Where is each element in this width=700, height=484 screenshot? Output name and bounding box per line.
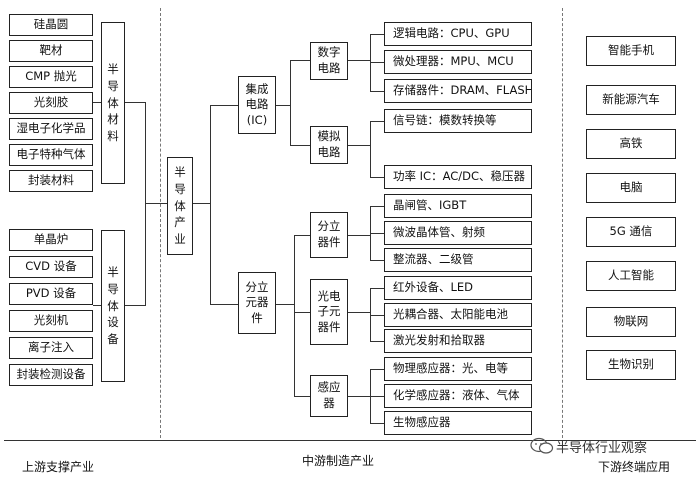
material-item: 湿电子化学品 [9,118,93,140]
digital-item: 逻辑电路：CPU、GPU [384,22,532,46]
ic-title: 集成电路(IC) [245,81,269,127]
equipment-item: 离子注入 [9,337,93,359]
equipment-item: 单晶炉 [9,229,93,251]
wechat-icon [530,437,554,454]
discrete-devices-title: 分立器件 [317,219,341,249]
application-item: 5G 通信 [586,217,676,247]
material-item: 光刻胶 [9,92,93,114]
optoelectronics-item: 光耦合器、太阳能电池 [384,303,532,327]
semiconductor-industry-box: 半导体产业 [167,157,193,255]
sensor-item: 化学感应器：液体、气体 [384,384,532,408]
materials-group-box: 半导体材料 [101,22,125,184]
application-item: 物联网 [586,307,676,337]
optoelectronics-title: 光电子元器件 [317,288,341,334]
discrete-components-box: 分立元器件 [238,272,276,334]
ic-box: 集成电路(IC) [238,76,276,134]
discrete-device-item: 整流器、二级管 [384,248,532,272]
equipment-group-box: 半导体设备 [101,230,125,382]
application-item: 电脑 [586,173,676,203]
equipment-item: 封装检测设备 [9,364,93,386]
analog-circuit-box: 模拟电路 [310,126,348,164]
analog-title: 模拟电路 [317,129,341,159]
equipment-item: PVD 设备 [9,283,93,305]
material-item: 封装材料 [9,170,93,192]
footer-upstream-label: 上游支撑产业 [22,460,95,474]
optoelectronics-box: 光电子元器件 [310,279,348,345]
digital-title: 数字电路 [317,45,341,75]
equipment-item: 光刻机 [9,310,93,332]
digital-item: 存储器件：DRAM、FLASH [384,79,532,103]
digital-circuit-box: 数字电路 [310,42,348,80]
application-item: 高铁 [586,129,676,159]
sensor-item: 生物感应器 [384,411,532,435]
application-item: 智能手机 [586,36,676,66]
footer-downstream-label: 下游终端应用 [598,460,671,474]
optoelectronics-item: 激光发射和拾取器 [384,329,532,353]
discrete-device-item: 微波晶体管、射频 [384,221,532,245]
material-item: 靶材 [9,40,93,62]
application-item: 生物识别 [586,350,676,380]
optoelectronics-item: 红外设备、LED [384,276,532,300]
application-item: 人工智能 [586,261,676,291]
footer-midstream-label: 中游制造产业 [302,454,375,468]
analog-item: 信号链：模数转换等 [384,109,532,133]
material-item: CMP 抛光 [9,66,93,88]
equipment-title: 半导体设备 [107,265,119,346]
sensors-box: 感应器 [310,375,348,417]
discrete-title: 分立元器件 [245,279,269,325]
discrete-device-item: 晶闸管、IGBT [384,194,532,218]
core-title: 半导体产业 [174,165,186,246]
material-item: 硅晶圆 [9,14,93,36]
sensor-item: 物理感应器：光、电等 [384,357,532,381]
application-item: 新能源汽车 [586,85,676,115]
analog-item: 功率 IC：AC/DC、稳压器 [384,165,532,189]
discrete-devices-box: 分立器件 [310,212,348,258]
watermark-text: 半导体行业观察 [556,441,648,456]
equipment-item: CVD 设备 [9,256,93,278]
digital-item: 微处理器：MPU、MCU [384,50,532,74]
materials-title: 半导体材料 [107,62,119,143]
material-item: 电子特种气体 [9,144,93,166]
sensors-title: 感应器 [317,380,341,410]
